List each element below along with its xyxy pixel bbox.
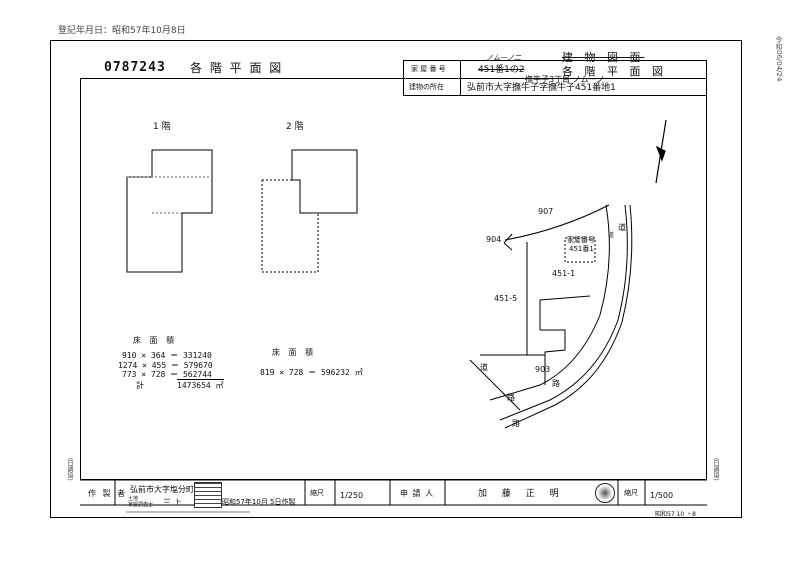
parcel-451-1: 451-1 [552, 269, 576, 278]
issue-stamp: 令和06/04/24 [775, 36, 783, 82]
parcel-904: 904 [486, 235, 502, 244]
floor-1-plan [126, 149, 213, 273]
footer-table-lines [80, 479, 707, 513]
maker-address: 弘前市大字塩分町 [130, 485, 194, 494]
area1-row-1: 910 × 364 ＝ 331240 [122, 351, 212, 360]
building-label: 家屋番号 [567, 236, 595, 244]
maker-name: 三 上 [163, 498, 182, 507]
parcel-903: 903 [535, 365, 551, 374]
maker-sub-2: 家屋調査士 [128, 502, 154, 508]
scale-right-value: 1/500 [650, 491, 674, 500]
maker-sub-1: 土地 [128, 496, 139, 502]
floor-2-plan [261, 149, 358, 273]
info-table-col-divider [460, 60, 461, 96]
maker-label: 作 製 者 [88, 489, 128, 498]
road2-label-2: 路 [507, 393, 515, 402]
location-label: 建物の所在 [409, 83, 444, 91]
header-title: 各 階 平 面 図 [562, 65, 667, 78]
road3-label-2: 路 [512, 419, 520, 428]
outer-frame [50, 40, 742, 518]
area1-row-3: 773 × 728 ＝ 562744 [122, 370, 212, 379]
scale-left-label: 縮尺 [310, 489, 324, 497]
north-arrow-icon [655, 119, 667, 184]
document-number: 0787243 [104, 60, 166, 75]
building-number: 451番1 [569, 245, 594, 253]
registration-date-note: 登記年月日：昭和57年10月8日 [58, 26, 186, 36]
road-label-1: 道 [618, 223, 626, 232]
parcel-451-5: 451-5 [494, 294, 518, 303]
house-number-note: ノム一ノ二 [486, 54, 521, 62]
house-number-value: 451番1の2 [478, 65, 525, 75]
location-value: 弘前市大字撫牛子字撫牛子451番地1 [467, 83, 616, 93]
applicant-seal-icon [595, 483, 615, 503]
house-number-label: 家 屋 番 号 [411, 65, 446, 73]
document-title: 各 階 平 面 図 [190, 61, 284, 75]
location-note: 撫牛子3丁目 ノム一ノ [525, 75, 605, 84]
scale-right-label: 縮尺 [624, 489, 638, 497]
side-label-right: (日調協) [712, 458, 719, 481]
area1-title: 床 面 積 [133, 336, 178, 345]
road2-label-1: 道 [480, 363, 488, 372]
applicant-label: 申 請 人 [400, 489, 435, 498]
area1-total-value: 1473654 ㎡ [177, 379, 224, 390]
site-map [469, 204, 633, 429]
floor-1-label: 1 階 [153, 122, 171, 132]
road3-label-1: 道 [608, 232, 615, 239]
applicant-name: 加 藤 正 明 [478, 489, 565, 499]
area1-total-label: 計 [136, 381, 144, 390]
parcel-907: 907 [538, 207, 554, 216]
header-title-struck: 建 物 図 面 [562, 51, 645, 64]
road-label-2: 路 [552, 379, 560, 388]
maker-seal-icon [194, 482, 222, 508]
side-label-left: (日調協) [66, 458, 73, 481]
area2-title: 床 面 積 [272, 348, 317, 357]
scale-left-value: 1/250 [340, 491, 364, 500]
bottom-code: 昭和57 10 ・8 [655, 511, 696, 518]
info-table-row-divider [403, 78, 707, 79]
floor-2-label: 2 階 [286, 122, 304, 132]
area1-row-2: 1274 × 455 ＝ 579670 [118, 361, 213, 370]
area2-row: 819 × 728 ＝ 596232 ㎡ [260, 368, 363, 377]
maker-date: 昭和57年10月 5日作製 [222, 498, 296, 506]
